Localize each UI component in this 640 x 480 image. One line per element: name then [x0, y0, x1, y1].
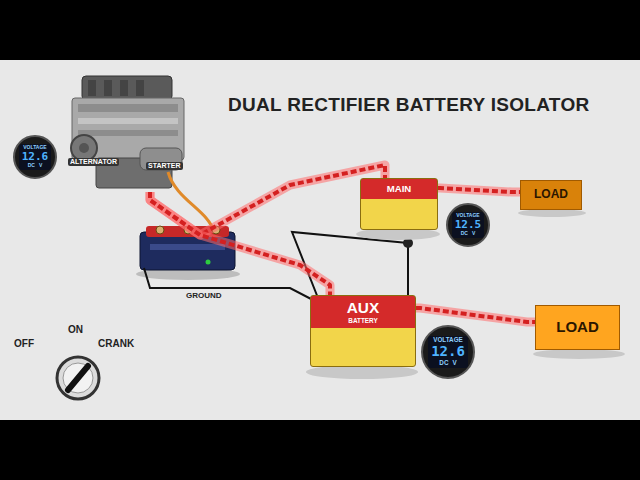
unit-label: V	[472, 231, 475, 237]
load-label: LOAD	[534, 188, 568, 201]
unit-row: DC V	[28, 163, 43, 169]
load-label: LOAD	[556, 319, 599, 336]
voltmeter-gauge: VOLTAGE12.6DC V	[421, 325, 475, 379]
voltmeter-display: VOLTAGE12.6DCV	[19, 144, 52, 169]
load-box: LOAD	[520, 180, 582, 210]
isolator-illustration	[136, 226, 240, 280]
power-cable	[438, 188, 520, 192]
engine: ALTERNATOR STARTER	[62, 72, 192, 192]
unit-row: DC V	[439, 360, 456, 367]
text-label: OFF	[12, 338, 36, 349]
battery-label: MAIN	[387, 184, 412, 195]
starter-wire	[168, 172, 214, 232]
ground-wires	[144, 228, 408, 300]
text-label: CRANK	[96, 338, 136, 349]
cable-glow	[150, 192, 330, 295]
part-label: ALTERNATOR	[68, 158, 119, 166]
unit-row: DC V	[461, 231, 476, 237]
unit-label: DC	[28, 163, 35, 169]
voltage-reading: 12.5	[455, 219, 482, 231]
voltage-reading: 12.6	[22, 151, 49, 163]
engine-illustration	[71, 76, 184, 188]
cable-glow	[438, 188, 520, 192]
voltmeter-display: VOLTAGE12.6DC V	[428, 336, 468, 367]
battery: AUXBATTERY	[310, 295, 416, 367]
cable-glow	[416, 308, 535, 322]
cable-core	[438, 188, 520, 192]
battery-label: AUX	[347, 300, 379, 317]
load-box: LOAD	[535, 305, 620, 350]
battery-shadow	[306, 365, 418, 379]
unit-label: DC	[439, 360, 448, 367]
voltmeter-gauge: VOLTAGE12.6DCV	[13, 135, 57, 179]
ignition-switch	[57, 357, 99, 399]
power-cable	[150, 192, 330, 295]
cable-core	[416, 308, 535, 322]
unit-label: V	[452, 360, 456, 367]
part-label: STARTER	[146, 162, 183, 170]
unit-label: V	[39, 163, 42, 169]
load-shadow	[533, 349, 625, 359]
battery-label: BATTERY	[348, 317, 377, 324]
load-shadow	[518, 209, 586, 217]
text-label: GROUND	[184, 292, 224, 301]
voltmeter-display: VOLTAGE12.5DCV	[452, 212, 485, 237]
gauge-caption: VOLTAGE	[433, 337, 463, 344]
unit-label: DC	[461, 231, 468, 237]
power-cable	[416, 308, 535, 322]
battery: MAIN	[360, 178, 438, 230]
title: DUAL RECTIFIER BATTERY ISOLATOR	[228, 95, 590, 116]
battery-cap: MAIN	[361, 179, 437, 199]
voltmeter-gauge: VOLTAGE12.5DCV	[446, 203, 490, 247]
cable-core	[150, 192, 330, 295]
text-label: ON	[66, 324, 85, 335]
battery-cap: AUXBATTERY	[311, 296, 415, 328]
letterbox-bar	[0, 420, 640, 480]
voltage-reading: 12.6	[431, 344, 465, 359]
letterbox-bar	[0, 0, 640, 60]
